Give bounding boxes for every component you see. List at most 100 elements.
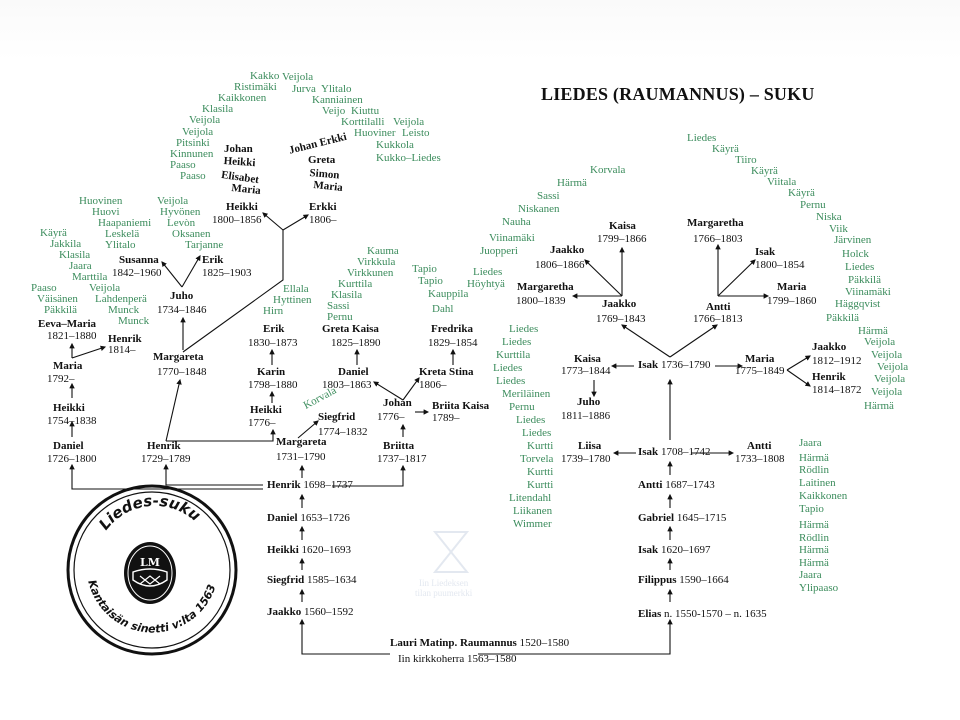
person-name: Siegfrid	[318, 411, 356, 423]
connector-line	[161, 261, 183, 288]
person-years: 1814–	[108, 344, 136, 356]
person-name: Daniel	[338, 366, 369, 378]
surname-label: Huovinen	[79, 195, 123, 207]
person-name: Erkki	[309, 201, 337, 213]
surname-label: Paaso	[31, 282, 57, 294]
person-years: 1585–1634	[307, 574, 357, 586]
person-name: Briita Kaisa	[432, 400, 490, 412]
surname-label: Kurttila	[338, 278, 373, 290]
surname-label: Nauha	[502, 216, 531, 228]
connector-line	[373, 381, 404, 401]
person-name: Antti	[747, 440, 772, 452]
surname-label: Veijola	[157, 195, 189, 207]
watermark-text: Iin Liedeksen tilan puumerkki	[415, 578, 472, 598]
surname-label: Meriläinen	[502, 388, 551, 400]
person-name: Gabriel	[638, 512, 675, 524]
person-years: 1590–1664	[679, 574, 729, 586]
person-entry: Daniel 1653–1726	[267, 513, 350, 524]
person-years: 1806–	[309, 214, 337, 226]
surname-label: Veijola	[182, 126, 214, 138]
person-years: 1800–1856	[212, 214, 262, 226]
surname-label: Veijola	[189, 114, 221, 126]
surname-label: Kakko	[250, 70, 280, 82]
person-name: Isak	[638, 446, 659, 458]
person-name: Kreta Stina	[419, 366, 474, 378]
person-years: 1620–1697	[660, 544, 711, 556]
seal-emblem	[124, 542, 176, 604]
person-name: Jaakko	[550, 244, 585, 256]
person-entry: Heikki 1620–1693	[267, 545, 351, 556]
surname-label: Lahdenperä	[95, 293, 147, 305]
person-name: Daniel	[267, 512, 298, 524]
person-years: 1821–1880	[47, 330, 97, 342]
person-name: Liisa	[578, 440, 602, 452]
surname-label: Veijola	[864, 336, 896, 348]
surname-label: Jurva	[292, 83, 316, 95]
connector-line	[584, 259, 623, 297]
person-years: 1733–1808	[735, 453, 785, 465]
person-years: 1775–1849	[735, 365, 785, 377]
surname-label: Sassi	[327, 300, 350, 312]
person-years: 1789–	[432, 412, 460, 424]
person-years: 1734–1846	[157, 304, 207, 316]
person-years: 1620–1693	[301, 544, 352, 556]
surname-label: Hyttinen	[273, 294, 312, 306]
person-name: Juho	[577, 396, 601, 408]
surname-label: Tiiro	[735, 154, 757, 166]
lauri-note: Iin kirkkoherra 1563–1580	[398, 653, 517, 665]
person-years: 1825–1890	[331, 337, 381, 349]
surname-label: Liedes	[687, 132, 717, 144]
surname-label: Korvala	[590, 164, 626, 176]
connector-line	[163, 463, 263, 486]
person-name: Elias	[638, 608, 662, 620]
person-years: 1825–1903	[202, 267, 252, 279]
person-name: Jaakko	[602, 298, 637, 310]
connector-line	[621, 324, 671, 358]
person-name: Isak	[638, 359, 659, 371]
person-name: Eeva–Maria	[38, 318, 97, 330]
surname-label: Huoviner	[354, 127, 396, 139]
watermark-line: tilan puumerkki	[415, 588, 473, 598]
surname-label: Härmä	[799, 452, 829, 464]
person-name: Antti	[638, 479, 663, 491]
person-years: 1726–1800	[47, 453, 97, 465]
surname-label: Ristimäki	[234, 81, 277, 93]
person-years: 1731–1790	[276, 451, 326, 463]
person-name: Henrik	[147, 440, 181, 452]
surname-label: Kurtti	[527, 466, 554, 478]
toolbar-area	[0, 0, 960, 60]
person-name: Margareta	[153, 351, 204, 363]
surname-label: Pernu	[800, 199, 826, 211]
surname-label: Huovi	[92, 206, 120, 218]
surname-label: Pernu	[327, 311, 353, 323]
surname-label: Käyrä	[712, 143, 739, 155]
surname-label: Munck	[118, 315, 150, 327]
person-years: 1736–1790	[660, 359, 711, 371]
connector-line	[71, 345, 107, 359]
person-name: Juho	[170, 290, 194, 302]
surname-label: Jaara	[69, 260, 92, 272]
watermark-line: Iin Liedeksen	[419, 578, 469, 588]
surname-label: Niska	[816, 211, 842, 223]
person-years: 1800–1839	[516, 295, 566, 307]
person-name: Margareta	[276, 436, 327, 448]
surname-label: Torvela	[520, 453, 554, 465]
seal-outer-ring	[66, 484, 238, 656]
person-name: Henrik	[267, 479, 301, 491]
surname-label: Veijo	[322, 105, 346, 117]
surname-label: Virkkunen	[347, 267, 394, 279]
page-title: LIEDES (RAUMANNUS) – SUKU	[541, 84, 815, 104]
person-name: Karin	[257, 366, 286, 378]
connector-line	[669, 324, 718, 358]
person-entry: Gabriel 1645–1715	[638, 513, 726, 524]
person-name: Henrik	[108, 333, 142, 345]
person-name: Heikki	[267, 544, 299, 556]
surname-label: Liedes	[496, 375, 526, 387]
person-years: 1708–1742	[660, 446, 711, 458]
connector-line	[332, 464, 406, 487]
connector-line	[717, 259, 756, 297]
surname-label: Holck	[842, 248, 869, 260]
